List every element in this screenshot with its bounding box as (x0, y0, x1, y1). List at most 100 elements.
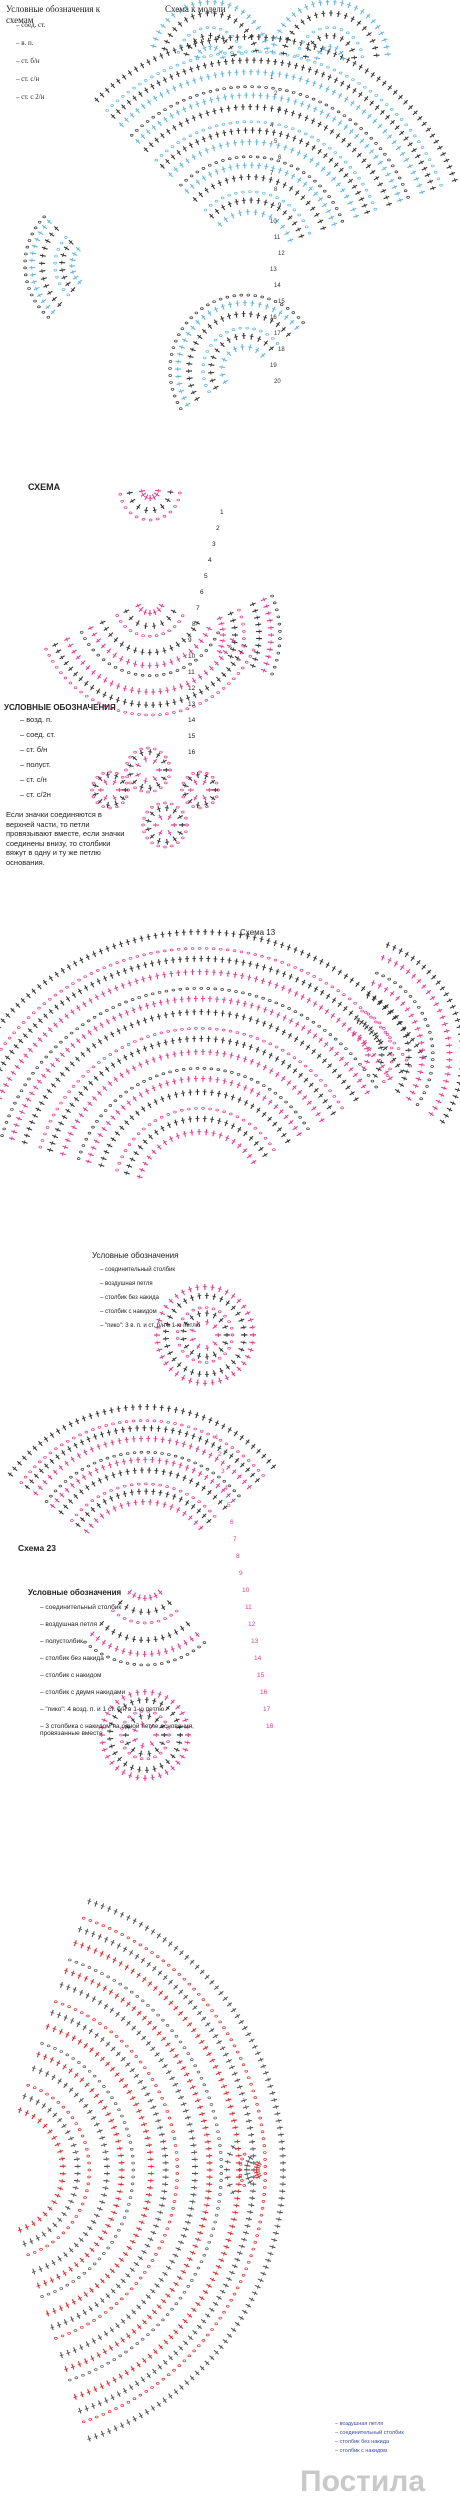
stitch-bar-mark (73, 672, 78, 676)
chain-loop-mark (139, 1663, 143, 1667)
stitch-bar-mark (182, 1511, 187, 1515)
stitch-bar-mark (174, 1294, 179, 1298)
chain-loop-mark (284, 125, 288, 128)
stitch-bar-mark (148, 976, 153, 979)
chain-loop-mark (96, 653, 100, 657)
stitch-bar-mark (276, 1013, 281, 1016)
chain-loop-mark (152, 1033, 157, 1036)
stitch-bar-mark (70, 1043, 75, 1047)
stitch-bar-mark (196, 320, 200, 324)
chain-loop-mark (395, 113, 399, 116)
chain-loop-mark (169, 66, 173, 70)
panel2-row-number: 14 (188, 717, 196, 724)
stitch-bar-mark (201, 1486, 206, 1490)
stitch-bar-mark (111, 1137, 115, 1142)
stitch-bar-mark (94, 783, 97, 788)
stitch-bar-mark (158, 831, 163, 835)
stitch-bar-mark (144, 88, 149, 92)
chain-loop-mark (53, 268, 58, 272)
stitch-bar-mark (217, 1446, 222, 1450)
stitch-bar-mark (386, 115, 390, 119)
stitch-bar-mark (332, 998, 336, 1002)
stitch-bar-mark (326, 994, 331, 998)
stitch-bar-mark (290, 320, 294, 324)
stitch-bar-mark (177, 9, 182, 12)
chain-loop-mark (120, 801, 125, 805)
stitch-bar-mark (35, 286, 38, 291)
panel2-row-number: 2 (216, 525, 220, 532)
stitch-bar-mark (108, 1644, 112, 1648)
stitch-bar-mark (379, 182, 382, 187)
stitch-bar-mark (141, 104, 146, 108)
stitch-bar-mark (181, 1443, 186, 1445)
stitch-bar-mark (228, 303, 233, 306)
chain-loop-mark (115, 805, 119, 808)
stitch-bar-mark (147, 100, 151, 104)
stitch-bar-mark (390, 1009, 394, 1014)
stitch-bar-mark (281, 1060, 286, 1064)
stitch-bar-mark (65, 637, 68, 642)
stitch-bar-mark (291, 174, 296, 178)
chain-loop-mark (13, 1101, 17, 1105)
chain-loop-mark (164, 781, 168, 785)
panel1-row-number: 12 (278, 251, 285, 257)
stitch-bar-mark (309, 158, 314, 162)
stitch-bar-mark (313, 1034, 317, 1038)
chain-loop-mark (214, 199, 219, 203)
stitch-bar-mark (406, 1032, 410, 1036)
chain-loop-mark (241, 1118, 246, 1122)
stitch-bar-mark (360, 139, 364, 143)
chain-loop-mark (118, 492, 123, 496)
stitch-bar-mark (143, 1161, 147, 1166)
chain-loop-mark (336, 110, 341, 114)
stitch-bar-mark (187, 633, 191, 637)
panel1-legend-entry: – ст. с 2/н (16, 93, 45, 101)
chain-loop-mark (63, 1095, 67, 1099)
stitch-bar-mark (199, 690, 204, 694)
stitch-bar-mark (136, 505, 141, 509)
stitch-bar-mark (114, 986, 119, 990)
chain-loop-mark (323, 189, 327, 193)
stitch-bar-mark (224, 179, 229, 182)
stitch-bar-mark (218, 1134, 223, 1137)
stitch-bar-mark (140, 63, 145, 67)
chain-loop-mark (340, 1106, 344, 1110)
chain-loop-mark (91, 795, 96, 799)
stitch-bar-mark (182, 638, 186, 642)
stitch-bar-mark (168, 1351, 172, 1356)
stitch-bar-mark (96, 690, 101, 693)
stitch-bar-mark (191, 155, 196, 159)
chain-loop-mark (204, 947, 209, 950)
chain-loop-mark (89, 972, 94, 975)
stitch-bar-mark (161, 1606, 166, 1609)
chain-loop-mark (176, 947, 181, 951)
chain-loop-mark (279, 1096, 283, 1099)
stitch-bar-mark (163, 960, 169, 962)
chain-loop-mark (176, 841, 180, 845)
stitch-bar-mark (314, 14, 319, 17)
stitch-bar-mark (308, 186, 313, 191)
stitch-bar-mark (147, 1752, 152, 1755)
chain-loop-mark (105, 1456, 110, 1460)
chain-loop-mark (420, 1011, 425, 1015)
chain-loop-mark (153, 789, 157, 793)
chain-loop-mark (115, 961, 119, 964)
stitch-bar-mark (70, 1010, 75, 1014)
stitch-bar-mark (301, 1026, 306, 1030)
stitch-bar-mark (374, 1035, 379, 1040)
chain-loop-mark (218, 297, 223, 301)
chain-loop-mark (180, 1108, 184, 1112)
stitch-bar-mark (112, 1507, 117, 1510)
stitch-bar-mark (153, 1638, 158, 1641)
stitch-bar-mark (262, 1112, 267, 1116)
stitch-bar-mark (110, 83, 115, 87)
stitch-bar-mark (362, 1039, 366, 1044)
stitch-bar-mark (188, 799, 192, 804)
stitch-bar-mark (96, 1445, 101, 1448)
chain-loop-mark (180, 1317, 185, 1321)
chain-loop-mark (231, 328, 236, 331)
stitch-bar-mark (297, 8, 302, 12)
stitch-bar-mark (242, 1361, 246, 1366)
stitch-bar-mark (211, 378, 214, 383)
stitch-bar-mark (157, 1459, 162, 1462)
